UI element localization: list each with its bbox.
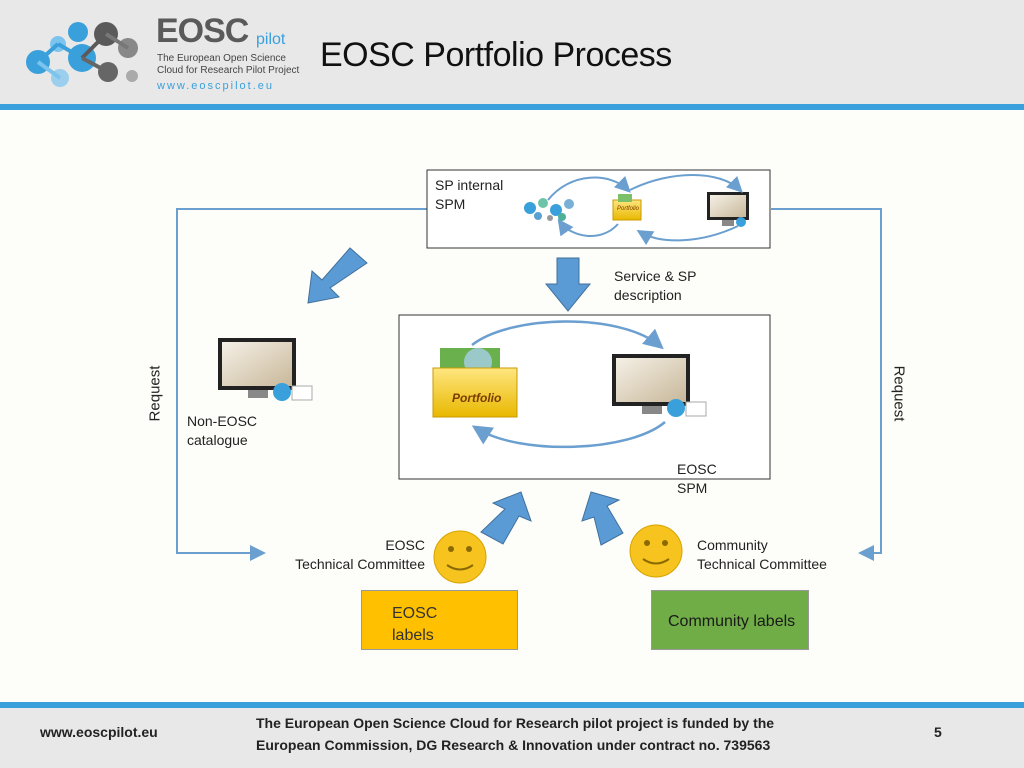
footer-divider (0, 702, 1024, 708)
eosc-monitor-icon (612, 354, 707, 417)
gears-cluster-icon (524, 198, 574, 221)
request-line-left (176, 208, 427, 561)
page-title: EOSC Portfolio Process (320, 36, 672, 74)
brand-tagline: The European Open Science Cloud for Rese… (157, 53, 300, 76)
portfolio-folder-icon (432, 348, 518, 418)
eosc-molecule-logo-icon (26, 22, 138, 87)
request-line-right (771, 208, 882, 561)
down-left-arrow-to-non-eosc (307, 247, 368, 304)
header-divider (0, 104, 1024, 110)
community-technical-committee-label: Community Technical Committee (697, 537, 827, 572)
brand-wordmark: EOSC (156, 12, 249, 50)
header-bar (0, 0, 1024, 104)
brand-pilot-word: pilot (256, 31, 286, 48)
brand-url[interactable]: www.eoscpilot.eu (157, 80, 274, 92)
footer-bar (0, 708, 1024, 768)
footer-funding-statement: The European Open Science Cloud for Rese… (256, 715, 775, 753)
service-description-label: Service & SP description (614, 268, 697, 303)
up-left-arrow-from-community-committee (581, 491, 624, 546)
eosc-labels-note: EOSC labels (361, 590, 518, 650)
page-number: 5 (934, 724, 942, 740)
footer-url[interactable]: www.eoscpilot.eu (40, 724, 158, 740)
request-label-left: Request (146, 365, 164, 422)
non-eosc-catalogue-label: Non-EOSC catalogue (187, 413, 258, 448)
community-labels-note: Community labels (651, 590, 809, 650)
eosc-committee-smiley-icon (433, 530, 487, 584)
small-portfolio-folder-label: Portfolio (617, 206, 640, 212)
portfolio-folder-label: Portfolio (452, 391, 502, 405)
community-committee-smiley-icon (629, 524, 683, 578)
down-arrow-to-eosc (544, 257, 592, 312)
small-portfolio-folder-icon (612, 194, 642, 221)
small-monitor-icon (707, 192, 749, 227)
non-eosc-monitor-icon (218, 338, 313, 401)
up-right-arrow-from-eosc-committee (480, 491, 532, 545)
eosc-spm-label: EOSC SPM (677, 461, 717, 496)
request-label-right: Request (890, 365, 908, 422)
sp-internal-spm-label: SP internal SPM (435, 177, 504, 212)
eosc-technical-committee-label: EOSC Technical Committee (295, 537, 425, 572)
